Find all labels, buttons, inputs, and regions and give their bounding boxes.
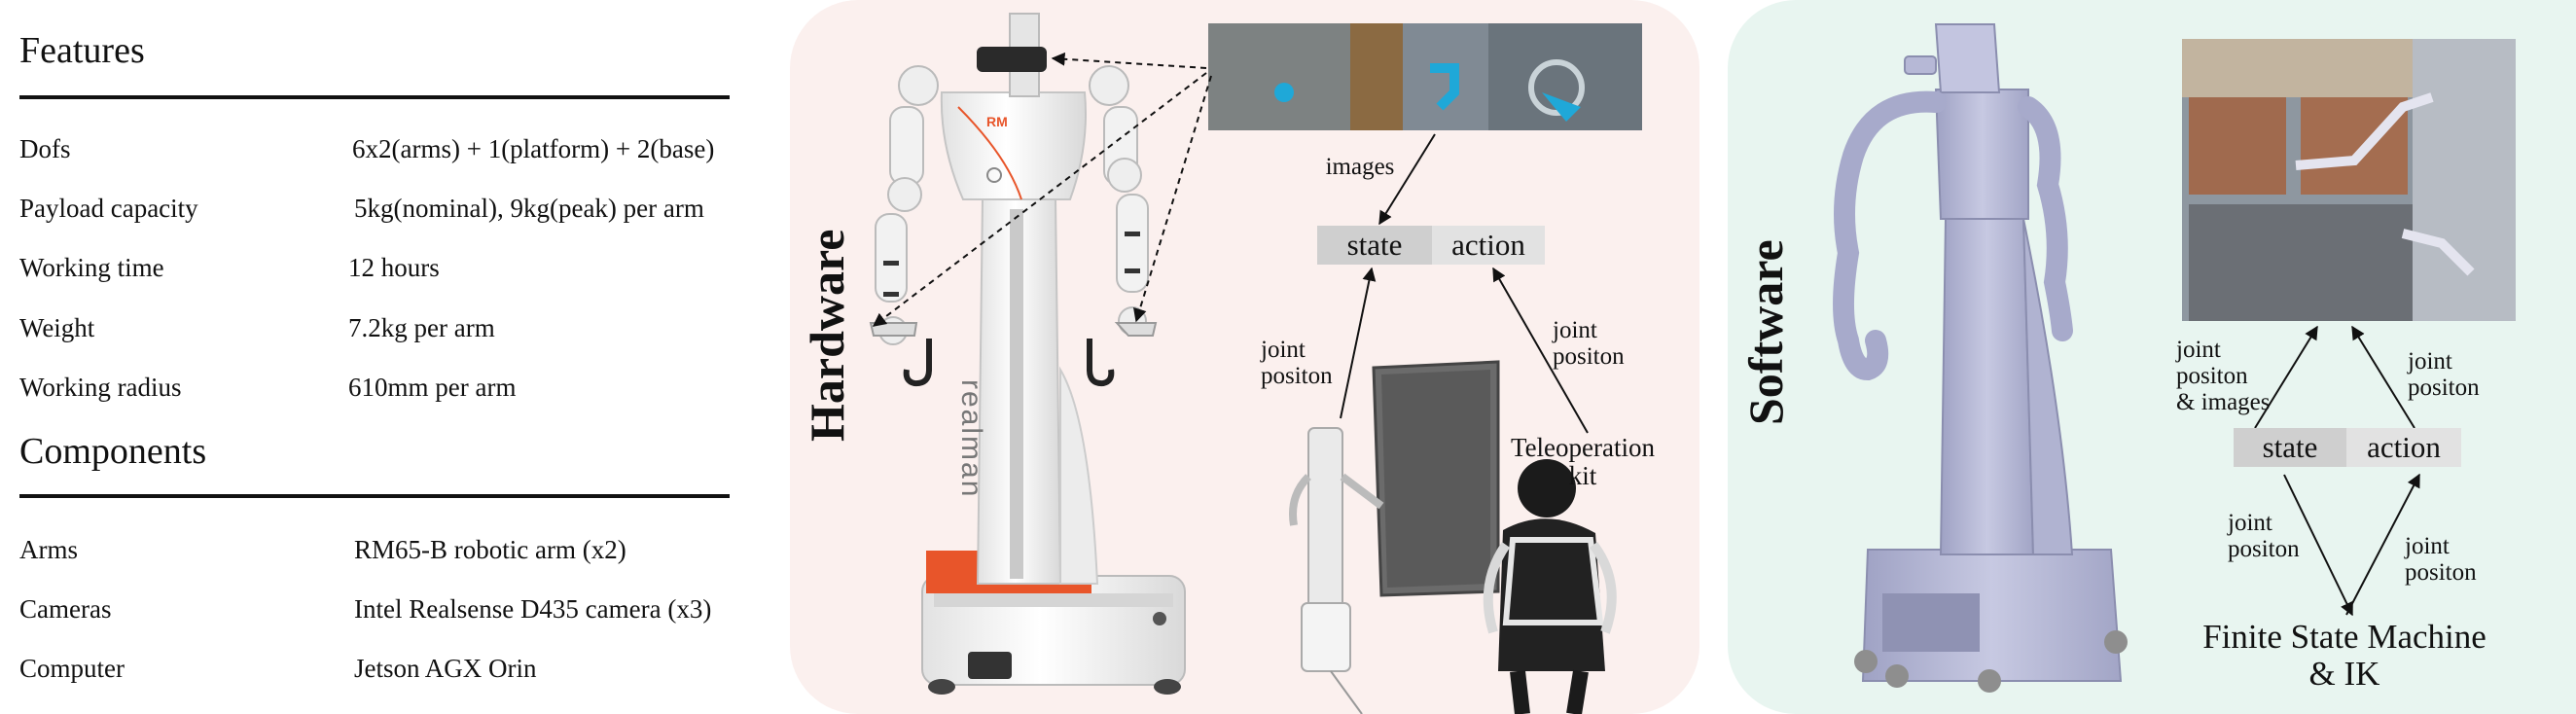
sim-robot-left-arm — [1833, 90, 1947, 381]
robot-left-hook — [903, 339, 932, 387]
sim-wheel-3 — [1978, 669, 2001, 693]
sim-bin-right — [2301, 97, 2408, 195]
sw-joint-position-top-right: joint positon — [2408, 348, 2480, 401]
feature-value-weight: 7.2kg per arm — [348, 313, 495, 342]
operator-body — [1498, 518, 1605, 671]
component-value-computer: Jetson AGX Orin — [354, 654, 537, 683]
sim-scene-arm-2 — [2401, 229, 2475, 276]
teleop-exoskeleton — [1502, 537, 1604, 625]
feature-value-working-time: 12 hours — [348, 253, 440, 282]
feature-value-working-radius: 610mm per arm — [348, 373, 517, 402]
feature-label-dofs: Dofs — [19, 134, 71, 163]
sim-scene-arm-1 — [2295, 92, 2434, 170]
hw-action-box: action — [1432, 226, 1545, 265]
camera-image-strip — [1208, 23, 1642, 130]
component-value-cameras: Intel Realsense D435 camera (x3) — [354, 594, 712, 624]
sim-robot-torso — [1934, 89, 2029, 220]
robot-wheel-left — [928, 679, 955, 695]
sim-robot-camera — [1904, 55, 1937, 75]
feature-label-working-time: Working time — [19, 253, 164, 282]
hardware-arrows — [1340, 133, 1589, 434]
sw-fsm-label: Finite State Machine & IK — [2202, 618, 2487, 693]
hw-joint-position-left: joint positon — [1261, 337, 1333, 389]
sim-bin-left — [2189, 97, 2286, 195]
software-arrows — [2254, 325, 2420, 617]
real-robot — [869, 13, 1186, 695]
robot-column-rail — [1010, 209, 1023, 579]
robot-head-camera — [977, 47, 1047, 72]
robot-torso — [940, 91, 1087, 200]
sim-robot-right-arm — [2018, 96, 2073, 341]
feature-label-weight: Weight — [19, 313, 95, 342]
sim-wheel-1 — [1854, 650, 1878, 673]
feature-value-dofs: 6x2(arms) + 1(platform) + 2(base) — [352, 134, 715, 163]
sim-wheel-4 — [2104, 630, 2128, 654]
component-label-cameras: Cameras — [19, 594, 112, 624]
robot-right-hook — [1087, 339, 1115, 387]
sw-state-box: state — [2234, 428, 2346, 467]
sim-scene-image — [2182, 39, 2516, 321]
sim-robot-neck — [1934, 23, 2001, 93]
components-rule — [19, 494, 730, 498]
component-label-computer: Computer — [19, 654, 125, 683]
sim-wheel-2 — [1885, 664, 1909, 688]
sw-joint-position-bottom-right: joint positon — [2405, 533, 2477, 586]
sim-robot-base-cavity — [1882, 593, 1980, 652]
features-rule — [19, 95, 730, 99]
camera-image-2-gripper — [1430, 63, 1459, 111]
sim-robot-column — [1939, 218, 2035, 555]
components-title: Components — [19, 431, 207, 472]
robot-right-gripper — [1114, 322, 1158, 337]
sw-action-box: action — [2346, 428, 2461, 467]
robot-torso-trim — [957, 106, 1022, 200]
camera-image-1-gripper — [1274, 83, 1294, 102]
robot-base-port — [968, 652, 1012, 679]
hw-images-label: images — [1325, 154, 1395, 180]
camera-image-3-gripper — [1542, 92, 1581, 122]
robot-torso-fan — [986, 167, 1002, 183]
component-value-arms: RM65-B robotic arm (x2) — [354, 535, 626, 564]
sw-joint-position-bottom-left: joint positon — [2228, 510, 2300, 562]
feature-label-working-radius: Working radius — [19, 373, 182, 402]
camera-rays — [872, 52, 1212, 327]
feature-label-payload: Payload capacity — [19, 194, 198, 223]
feature-value-payload: 5kg(nominal), 9kg(peak) per arm — [354, 194, 704, 223]
hw-state-box: state — [1317, 226, 1432, 265]
hw-joint-position-right: joint positon — [1553, 317, 1625, 370]
door-panel — [1381, 370, 1490, 588]
sw-joint-images-label: joint positon & images — [2176, 337, 2271, 415]
features-title: Features — [19, 30, 145, 71]
robot-base-knob — [1153, 612, 1166, 625]
robot-base-strip — [934, 593, 1173, 607]
hw-teleop-label: Teleoperation kit — [1510, 433, 1656, 490]
robot-logo: RM — [986, 114, 1008, 129]
operator-head — [1518, 459, 1576, 518]
robot-wheel-right — [1154, 679, 1181, 695]
teleoperation-scene — [1289, 360, 1617, 714]
component-label-arms: Arms — [19, 535, 78, 564]
robot-column-fin — [1059, 366, 1099, 585]
sim-robot — [1833, 23, 2128, 693]
